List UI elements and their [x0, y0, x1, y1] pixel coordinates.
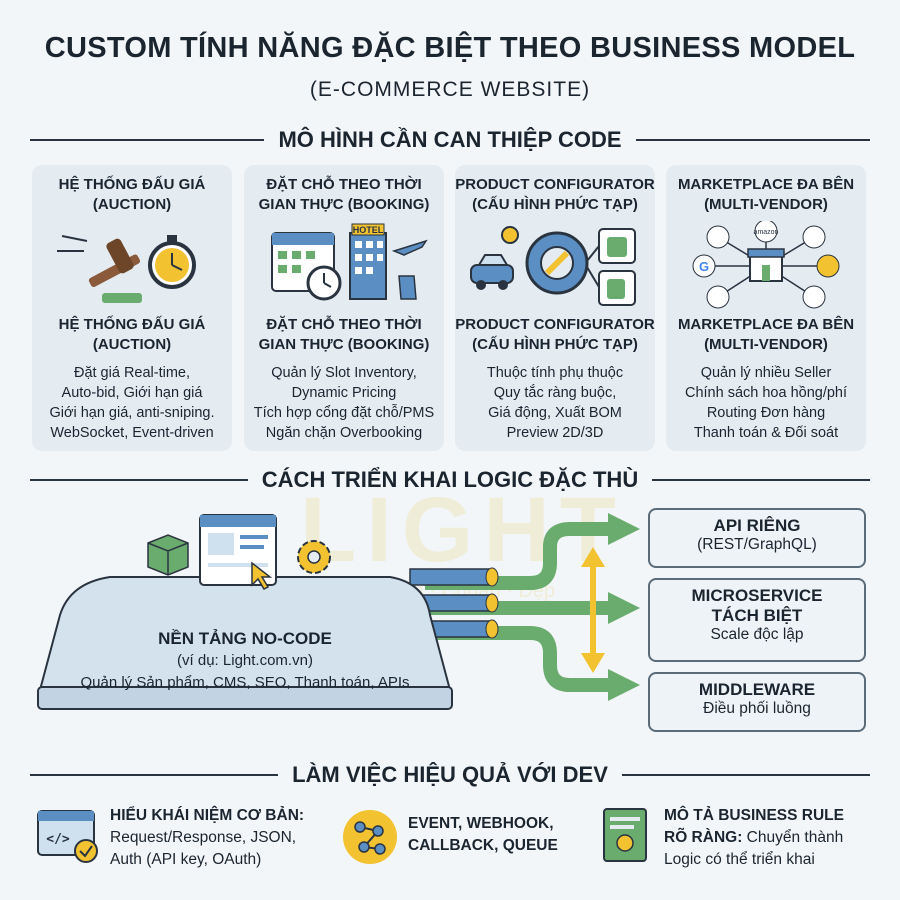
pipe-to-api: [425, 513, 640, 590]
gear-icon: [297, 540, 331, 574]
browser-icon: [199, 514, 277, 590]
card-top-title: HỆ THỐNG ĐẤU GIÁ(AUCTION): [58, 176, 206, 213]
hotel-sign: HOTEL: [353, 225, 384, 235]
page-subtitle: (E-COMMERCE WEBSITE): [309, 78, 591, 101]
pipe-to-middleware: [425, 626, 640, 701]
section-divider: [30, 139, 265, 141]
option-title-line2: TÁCH BIỆT: [711, 606, 803, 625]
card-title: PRODUCT CONFIGURATOR(CẤU HÌNH PHỨC TẠP): [455, 316, 655, 353]
gavel-timer-icon: [57, 235, 196, 303]
option-title: MICROSERVICE: [691, 586, 823, 605]
option-subtitle: (REST/GraphQL): [697, 536, 817, 553]
section-header-implementation: CÁCH TRIỂN KHAI LOGIC ĐẶC THÙ: [30, 465, 870, 495]
calendar-hotel-icon: HOTEL: [271, 223, 428, 301]
section-title: MÔ HÌNH CẦN CAN THIỆP CODE: [278, 127, 622, 152]
option-title: MIDDLEWARE: [698, 680, 816, 699]
card-title: HỆ THỐNG ĐẤU GIÁ(AUCTION): [58, 316, 206, 353]
platform-label: NỀN TẢNG NO-CODE (ví dụ: Light.com.vn) Q…: [40, 628, 450, 694]
multi-vendor-network-icon: amazon G: [692, 221, 840, 309]
bidirectional-arrow: [581, 547, 605, 673]
section-divider: [621, 774, 870, 776]
option-middleware: MIDDLEWARE Điều phối luồng: [648, 672, 866, 732]
section-divider: [30, 774, 279, 776]
tip-text: EVENT, WEBHOOK, CALLBACK, QUEUE: [408, 815, 558, 854]
tip-text: HIỂU KHÁI NIỆM CƠ BẢN: Request/Response,…: [110, 807, 305, 868]
code-symbol: </>: [46, 832, 70, 847]
event-flow-icon: [343, 810, 397, 864]
section-divider: [652, 479, 870, 481]
platform-features: Quản lý Sản phẩm, CMS, SEO, Thanh toán, …: [80, 674, 410, 691]
section-title: CÁCH TRIỂN KHAI LOGIC ĐẶC THÙ: [261, 467, 639, 492]
amazon-logo: amazon: [754, 229, 779, 236]
gear-car-chair-icon: [470, 226, 636, 306]
platform-title: NỀN TẢNG NO-CODE: [158, 629, 332, 648]
platform-example: (ví dụ: Light.com.vn): [177, 652, 313, 669]
option-subtitle: Scale độc lập: [710, 626, 804, 643]
section-title: LÀM VIỆC HIỆU QUẢ VỚI DEV: [292, 762, 608, 787]
platform-diagram: [37, 513, 640, 710]
rulebook-icon: [603, 808, 647, 862]
card-description: Đặt giá Real-time,Auto-bid, Giới hạn giá…: [49, 365, 215, 441]
card-marketplace: MARKETPLACE ĐA BÊN(MULTI-VENDOR) amazon …: [666, 165, 866, 451]
card-title: MARKETPLACE ĐA BÊN(MULTI-VENDOR): [677, 316, 855, 353]
card-auction: HỆ THỐNG ĐẤU GIÁ(AUCTION) HỆ THỐNG ĐẤU G…: [32, 165, 232, 451]
package-icon: [147, 534, 189, 576]
card-top-title: PRODUCT CONFIGURATOR(CẤU HÌNH PHỨC TẠP): [455, 176, 655, 213]
card-top-title: MARKETPLACE ĐA BÊN(MULTI-VENDOR): [677, 176, 855, 213]
code-window-icon: </>: [37, 810, 98, 863]
page-title: CUSTOM TÍNH NĂNG ĐẶC BIỆT THEO BUSINESS …: [44, 32, 856, 64]
card-configurator: PRODUCT CONFIGURATOR(CẤU HÌNH PHỨC TẠP) …: [455, 165, 655, 451]
option-subtitle: Điều phối luồng: [703, 700, 811, 717]
google-logo: G: [699, 259, 709, 274]
section-header-dev: LÀM VIỆC HIỆU QUẢ VỚI DEV: [30, 760, 870, 790]
section-divider: [30, 479, 248, 481]
option-api: API RIÊNG (REST/GraphQL): [648, 508, 866, 568]
tip-text: MÔ TẢ BUSINESS RULE RÕ RÀNG: Chuyển thàn…: [664, 807, 844, 868]
section-header-models: MÔ HÌNH CẦN CAN THIỆP CODE: [30, 125, 870, 155]
section-divider: [635, 139, 870, 141]
option-title: API RIÊNG: [713, 516, 801, 535]
option-microservice: MICROSERVICE TÁCH BIỆT Scale độc lập: [648, 578, 866, 662]
